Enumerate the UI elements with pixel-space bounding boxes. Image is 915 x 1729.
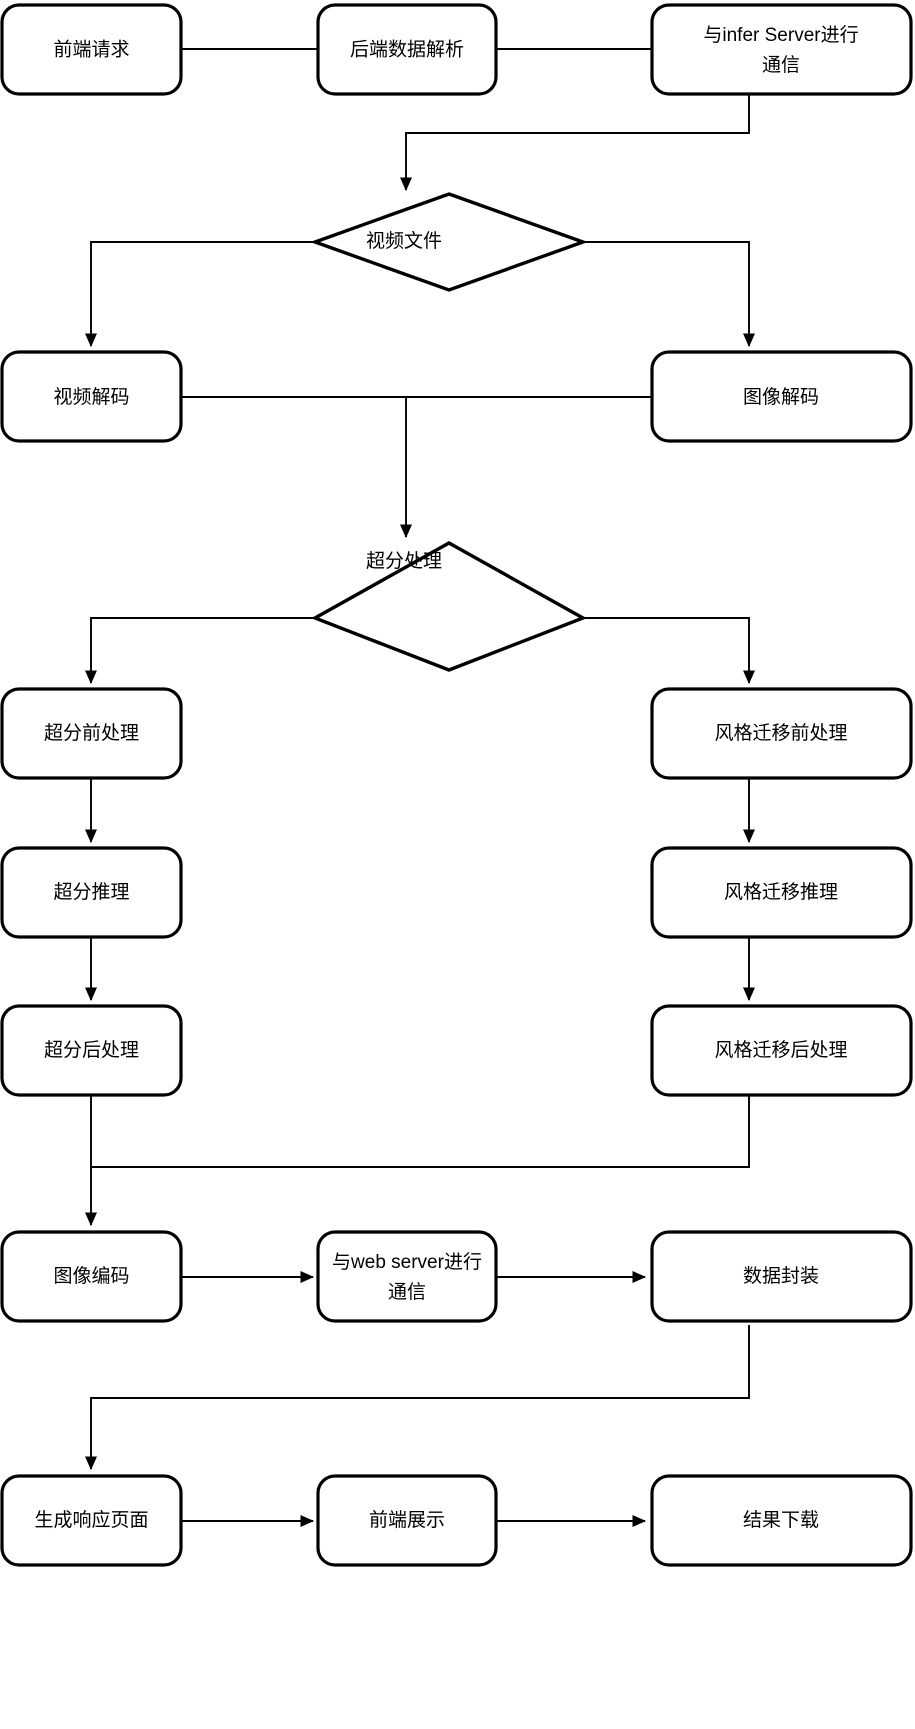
node-web-server-communication-label-line1: 与web server进行 (332, 1251, 482, 1273)
node-generate-response-page[interactable]: 生成响应页面 (0, 1474, 183, 1567)
node-infer-server-communication-label-line2: 通信 (762, 54, 800, 76)
node-web-server-communication-label-line2: 通信 (388, 1281, 426, 1303)
node-frontend-request-label: 前端请求 (53, 39, 129, 61)
node-superres-postprocess-shape[interactable] (0, 1004, 183, 1097)
node-web-server-communication[interactable]: 与web server进行 通信 (316, 1230, 498, 1323)
node-superres-postprocess-label: 超分后处理 (44, 1039, 139, 1061)
node-superres-preprocess-label: 超分前处理 (44, 722, 139, 744)
node-data-packaging-shape[interactable] (650, 1230, 913, 1323)
node-superres-inference-shape[interactable] (0, 846, 183, 939)
edge-layer (84, 42, 756, 1528)
edge-video-file-decision-to-video-decode (84, 241, 315, 348)
node-superres-inference-label: 超分推理 (53, 881, 129, 903)
node-superres-decision-label: 超分处理 (366, 550, 442, 572)
node-result-download-label: 结果下载 (743, 1509, 819, 1531)
node-superres-preprocess[interactable]: 超分前处理 (0, 687, 183, 780)
node-superres-inference[interactable]: 超分推理 (0, 846, 183, 939)
node-video-file-decision-label: 视频文件 (366, 230, 442, 252)
node-styletransfer-inference-shape[interactable] (650, 846, 913, 939)
edge-video-file-decision-to-image-decode (583, 241, 756, 348)
node-frontend-display[interactable]: 前端展示 (316, 1474, 498, 1567)
node-styletransfer-inference-label: 风格迁移推理 (724, 881, 838, 903)
node-styletransfer-postprocess-label: 风格迁移后处理 (714, 1039, 847, 1061)
edge-video-decode-to-superres-decision (181, 396, 413, 539)
node-infer-server-communication[interactable]: 与infer Server进行 通信 (650, 3, 913, 96)
node-frontend-display-label: 前端展示 (369, 1509, 445, 1531)
edge-superres-decision-to-styletransfer-preprocess (583, 617, 756, 685)
node-data-packaging[interactable]: 数据封装 (650, 1230, 913, 1323)
edge-infer-server-to-video-file-decision (399, 95, 750, 192)
node-image-encode-label: 图像编码 (53, 1265, 129, 1287)
edge-superres-decision-to-superres-preprocess (84, 617, 315, 685)
node-backend-data-parse-shape[interactable] (316, 3, 498, 96)
node-backend-data-parse-label: 后端数据解析 (350, 39, 464, 61)
node-superres-decision-shape[interactable] (311, 541, 587, 672)
node-superres-preprocess-shape[interactable] (0, 687, 183, 780)
node-video-decode[interactable]: 视频解码 (0, 350, 183, 443)
node-image-decode-shape[interactable] (650, 350, 913, 443)
node-data-packaging-label: 数据封装 (743, 1265, 819, 1287)
node-web-server-communication-shape[interactable] (316, 1230, 498, 1323)
node-infer-server-communication-shape[interactable] (650, 3, 913, 96)
node-superres-postprocess[interactable]: 超分后处理 (0, 1004, 183, 1097)
node-frontend-request-shape[interactable] (0, 3, 183, 96)
node-styletransfer-postprocess[interactable]: 风格迁移后处理 (650, 1004, 913, 1097)
edge-data-packaging-to-response-page (84, 1325, 750, 1471)
node-image-encode[interactable]: 图像编码 (0, 1230, 183, 1323)
node-generate-response-page-label: 生成响应页面 (34, 1509, 148, 1531)
node-styletransfer-postprocess-shape[interactable] (650, 1004, 913, 1097)
node-frontend-display-shape[interactable] (316, 1474, 498, 1567)
node-generate-response-page-shape[interactable] (0, 1474, 183, 1567)
node-styletransfer-preprocess-shape[interactable] (650, 687, 913, 780)
node-image-decode-label: 图像解码 (743, 386, 819, 408)
node-styletransfer-preprocess-label: 风格迁移前处理 (714, 722, 847, 744)
node-image-encode-shape[interactable] (0, 1230, 183, 1323)
node-video-file-decision[interactable]: 视频文件 (309, 192, 589, 292)
node-frontend-request[interactable]: 前端请求 (0, 3, 183, 96)
node-result-download[interactable]: 结果下载 (650, 1474, 913, 1567)
node-styletransfer-preprocess[interactable]: 风格迁移前处理 (650, 687, 913, 780)
node-video-file-decision-shape[interactable] (309, 192, 589, 292)
edge-styletransfer-postprocess-to-image-encode (91, 1096, 750, 1168)
node-image-decode[interactable]: 图像解码 (650, 350, 913, 443)
node-superres-decision[interactable]: 超分处理 (311, 541, 587, 672)
node-result-download-shape[interactable] (650, 1474, 913, 1567)
node-video-decode-label: 视频解码 (53, 386, 129, 408)
node-styletransfer-inference[interactable]: 风格迁移推理 (650, 846, 913, 939)
node-layer: 前端请求 后端数据解析 与infer Server进行 通信 视频文件 (0, 3, 913, 1567)
node-video-decode-shape[interactable] (0, 350, 183, 443)
node-backend-data-parse[interactable]: 后端数据解析 (316, 3, 498, 96)
node-infer-server-communication-label-line1: 与infer Server进行 (703, 24, 858, 46)
